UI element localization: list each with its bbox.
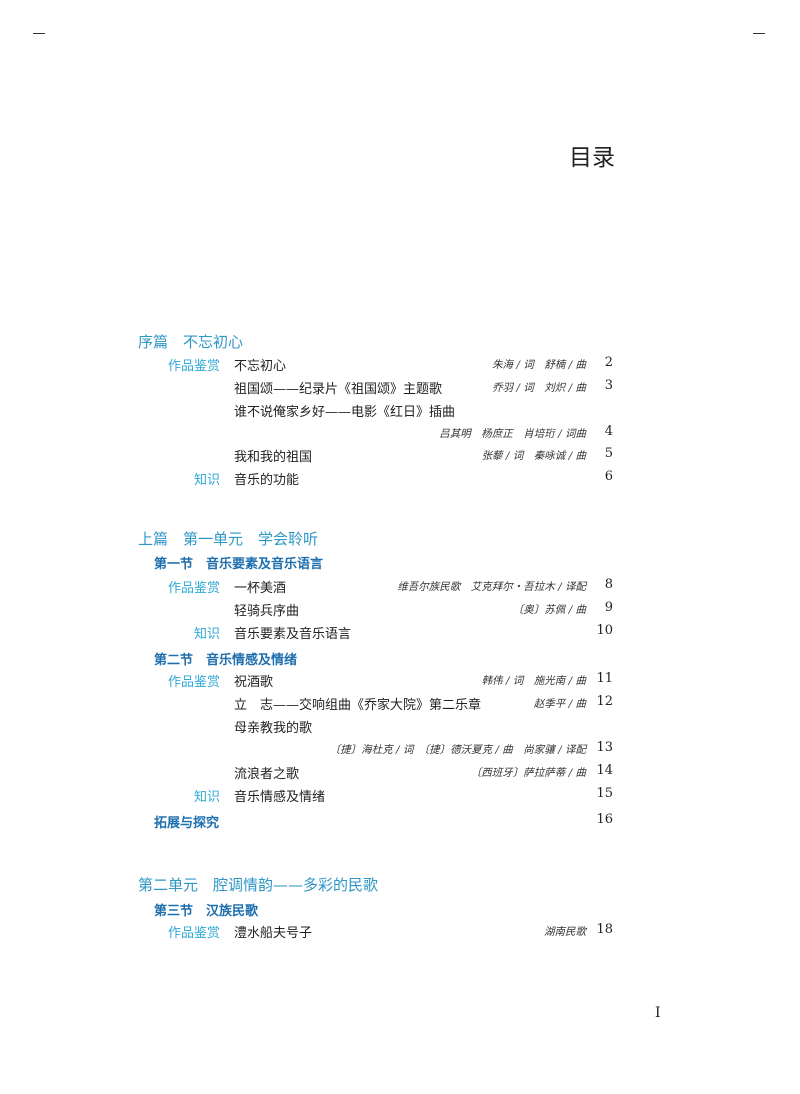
category-knowledge: 知识 <box>194 627 221 642</box>
toc-entry-credit: 〔西班牙〕萨拉萨蒂 / 曲 <box>470 767 586 779</box>
toc-entry-title[interactable]: 音乐情感及情绪 <box>234 790 326 805</box>
toc-entry-credit: 韩伟 / 词 施光南 / 曲 <box>481 675 586 687</box>
toc-entry-title[interactable]: 音乐要素及音乐语言 <box>234 627 352 642</box>
page-folio: I <box>655 1005 661 1021</box>
toc-entry-credit: 朱海 / 词 舒楠 / 曲 <box>492 359 586 371</box>
toc-entry-page[interactable]: 13 <box>596 740 613 755</box>
toc-entry-page[interactable]: 14 <box>596 763 613 778</box>
toc-entry-title[interactable]: 立 志——交响组曲《乔家大院》第二乐章 <box>234 698 482 713</box>
toc-entry-page[interactable]: 2 <box>604 355 613 370</box>
category-appreciation: 作品鉴赏 <box>168 926 221 941</box>
toc-entry-page[interactable]: 8 <box>604 577 613 592</box>
toc-entry-page[interactable]: 16 <box>596 812 613 827</box>
toc-entry-title[interactable]: 不忘初心 <box>234 359 287 374</box>
toc-entry-title[interactable]: 谁不说俺家乡好——电影《红日》插曲 <box>234 405 456 420</box>
subsection-1[interactable]: 第一节 音乐要素及音乐语言 <box>154 557 324 572</box>
category-knowledge: 知识 <box>194 473 221 488</box>
toc-entry-credit: 维吾尔族民歌 艾克拜尔・吾拉木 / 译配 <box>397 581 586 593</box>
subsection-extension[interactable]: 拓展与探究 <box>154 816 220 831</box>
toc-entry-title[interactable]: 我和我的祖国 <box>234 450 313 465</box>
toc-entry-page[interactable]: 12 <box>596 694 613 709</box>
toc-entry-page[interactable]: 15 <box>596 786 613 801</box>
section-unit2[interactable]: 第二单元 腔调情韵——多彩的民歌 <box>138 876 379 894</box>
toc-entry-title[interactable]: 祝酒歌 <box>234 675 274 690</box>
section-part1[interactable]: 上篇 第一单元 学会聆听 <box>138 530 319 548</box>
crop-mark-right <box>753 33 765 34</box>
toc-entry-title[interactable]: 澧水船夫号子 <box>234 926 313 941</box>
toc-entry-title[interactable]: 轻骑兵序曲 <box>234 604 300 619</box>
category-appreciation: 作品鉴赏 <box>168 581 221 596</box>
toc-entry-page[interactable]: 5 <box>604 446 613 461</box>
toc-entry-page[interactable]: 11 <box>596 671 613 686</box>
toc-entry-page[interactable]: 4 <box>604 424 613 439</box>
toc-entry-credit: 〔奥〕苏佩 / 曲 <box>512 604 586 616</box>
toc-entry-page[interactable]: 18 <box>596 922 613 937</box>
subsection-2[interactable]: 第二节 音乐情感及情绪 <box>154 653 298 668</box>
toc-entry-title[interactable]: 祖国颂——纪录片《祖国颂》主题歌 <box>234 382 443 397</box>
subsection-3[interactable]: 第三节 汉族民歌 <box>154 904 259 919</box>
toc-entry-title[interactable]: 音乐的功能 <box>234 473 300 488</box>
page-title: 目录 <box>569 145 615 171</box>
category-appreciation: 作品鉴赏 <box>168 359 221 374</box>
toc-entry-credit: 吕其明 杨庶正 肖培珩 / 词曲 <box>439 428 586 440</box>
toc-entry-page[interactable]: 3 <box>604 378 613 393</box>
category-knowledge: 知识 <box>194 790 221 805</box>
toc-entry-credit: 湖南民歌 <box>544 926 586 938</box>
toc-entry-page[interactable]: 6 <box>604 469 613 484</box>
toc-entry-title[interactable]: 母亲教我的歌 <box>234 721 313 736</box>
toc-entry-page[interactable]: 9 <box>604 600 613 615</box>
category-appreciation: 作品鉴赏 <box>168 675 221 690</box>
toc-entry-credit: 乔羽 / 词 刘炽 / 曲 <box>492 382 586 394</box>
toc-entry-title[interactable]: 一杯美酒 <box>234 581 287 596</box>
crop-mark-left <box>33 33 45 34</box>
toc-entry-credit: 赵季平 / 曲 <box>533 698 586 710</box>
toc-entry-credit: 〔捷〕海杜克 / 词 〔捷〕德沃夏克 / 曲 尚家骧 / 译配 <box>329 744 586 756</box>
toc-entry-credit: 张藜 / 词 秦咏诚 / 曲 <box>481 450 586 462</box>
toc-entry-title[interactable]: 流浪者之歌 <box>234 767 300 782</box>
section-prologue[interactable]: 序篇 不忘初心 <box>138 333 244 351</box>
toc-entry-page[interactable]: 10 <box>596 623 613 638</box>
